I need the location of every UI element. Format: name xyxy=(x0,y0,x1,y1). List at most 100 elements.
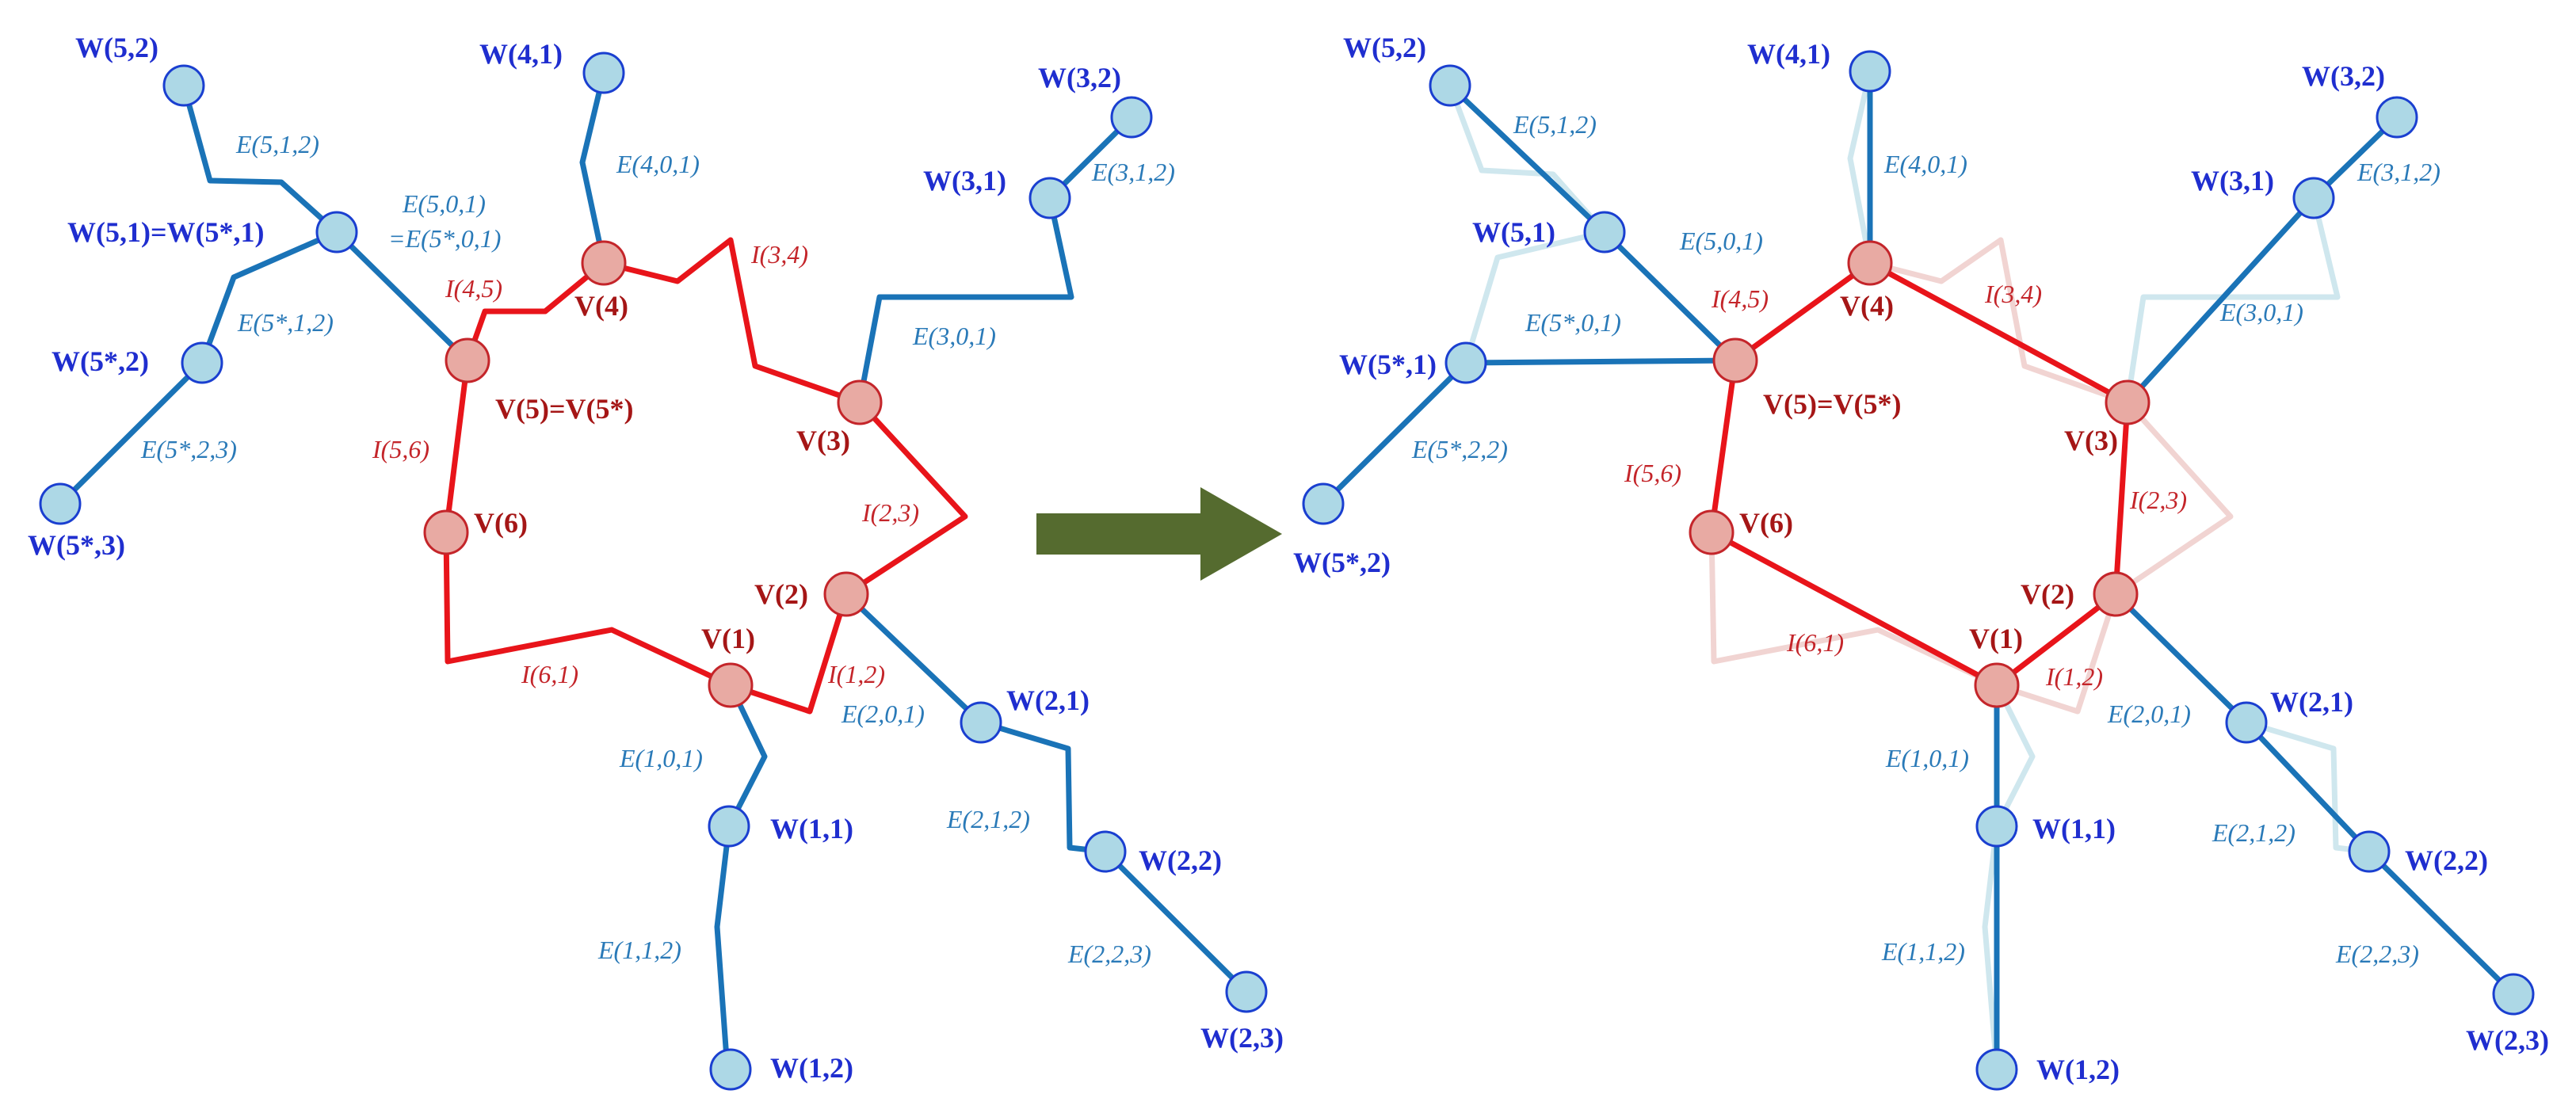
left-node-w5s2 xyxy=(181,341,223,384)
left-node-w41 xyxy=(582,51,625,94)
left-edge-e401 xyxy=(579,70,607,266)
right-label-v4: V(4) xyxy=(1840,290,1894,322)
right-label-e212: E(2,1,2) xyxy=(2212,818,2296,847)
left-edge-e101 xyxy=(726,682,768,829)
left-label-w31: W(3,1) xyxy=(923,165,1006,196)
right-edge-e301 xyxy=(2124,195,2317,406)
left-edge-i12 xyxy=(727,591,849,715)
left-label-e512: E(5,1,2) xyxy=(235,130,319,158)
right-node-v5 xyxy=(1712,337,1758,383)
right-label-w11: W(1,1) xyxy=(2032,813,2116,844)
right-ghost-e112 xyxy=(1982,825,2000,1070)
right-label-w52: W(5,2) xyxy=(1343,32,1426,63)
right-label-e401: E(4,0,1) xyxy=(1883,150,1967,178)
right-label-e112: E(1,1,2) xyxy=(1881,937,1965,966)
right-label-w41: W(4,1) xyxy=(1747,38,1830,70)
left-edge-e5s12 xyxy=(199,229,340,366)
left-node-w5s3 xyxy=(39,482,82,525)
right-node-w21 xyxy=(2225,701,2268,744)
right-label-e5s01: E(5*,0,1) xyxy=(1525,308,1621,337)
left-label-i23: I(2,3) xyxy=(861,498,919,527)
left-node-w11 xyxy=(708,805,750,848)
left-node-v2 xyxy=(823,571,869,617)
right-label-e501: E(5,0,1) xyxy=(1679,227,1763,255)
right-polygon-edges xyxy=(1708,260,2131,688)
right-label-w22: W(2,2) xyxy=(2405,844,2488,876)
right-edge-i61 xyxy=(1708,529,2000,688)
left-label-v4: V(4) xyxy=(574,290,628,322)
left-node-w12 xyxy=(709,1048,752,1091)
left-node-w51 xyxy=(315,211,358,254)
left-label-w21: W(2,1) xyxy=(1006,684,1090,716)
right-node-w5s2 xyxy=(1302,482,1345,525)
left-node-v4 xyxy=(581,240,627,286)
right-ghost-i61 xyxy=(1708,532,1998,688)
right-node-w32 xyxy=(2376,96,2418,139)
left-label-i12: I(1,2) xyxy=(827,660,885,688)
right-node-v2 xyxy=(2093,571,2139,617)
left-edge-e223 xyxy=(1102,848,1250,995)
left-node-v5 xyxy=(445,337,490,383)
right-edge-i56 xyxy=(1708,357,1738,536)
arrow-head xyxy=(1200,487,1282,581)
left-label-e501b: =E(5*,0,1) xyxy=(388,224,501,253)
left-edge-e301 xyxy=(857,195,1074,406)
right-ghost-e512 xyxy=(1447,84,1607,234)
right-node-v1 xyxy=(1974,662,2020,708)
left-edge-e112 xyxy=(714,823,732,1073)
right-edge-i12 xyxy=(1994,591,2119,688)
left-label-w51: W(5,1)=W(5*,1) xyxy=(67,216,264,248)
left-polygon-edges xyxy=(443,237,968,715)
right-label-w21: W(2,1) xyxy=(2270,686,2353,718)
left-node-v1 xyxy=(708,662,754,708)
left-edge-e501 xyxy=(334,229,471,364)
left-edge-i45 xyxy=(464,260,607,364)
right-ghost-e401 xyxy=(1847,71,1873,264)
left-label-e201: E(2,0,1) xyxy=(841,700,925,728)
right-ghost-e101 xyxy=(1994,684,2036,828)
left-node-v6 xyxy=(423,509,469,555)
right-edge-e501 xyxy=(1601,229,1738,364)
right-node-w11 xyxy=(1975,805,2018,848)
left-label-e501a: E(5,0,1) xyxy=(402,189,486,218)
left-node-w31 xyxy=(1028,177,1071,219)
left-label-v5: V(5)=V(5*) xyxy=(495,393,633,425)
left-label-e212: E(2,1,2) xyxy=(946,805,1030,833)
right-node-v6 xyxy=(1689,509,1735,555)
right-node-w51 xyxy=(1583,211,1626,254)
right-edge-i45 xyxy=(1732,260,1873,364)
left-edge-i34 xyxy=(601,237,863,406)
right-node-w12 xyxy=(1975,1048,2018,1091)
right-label-e512: E(5,1,2) xyxy=(1513,110,1597,139)
right-edge-e212 xyxy=(2243,719,2372,855)
left-label-i45: I(4,5) xyxy=(445,274,502,303)
left-label-w5s2: W(5*,2) xyxy=(52,345,149,377)
right-edge-i34 xyxy=(1867,260,2131,406)
right-edge-i23 xyxy=(2112,399,2131,597)
right-ghost-i23 xyxy=(2114,400,2234,597)
right-ghost-e301 xyxy=(2124,197,2341,403)
left-edge-i61 xyxy=(443,529,734,688)
left-diagram: W(5,2) W(4,1) W(3,2) W(3,1) W(5,1)=W(5*,… xyxy=(28,32,1284,1091)
right-node-v3 xyxy=(2105,379,2150,425)
right-label-w32: W(3,2) xyxy=(2302,60,2385,92)
right-ghost-e5s xyxy=(1463,229,1605,364)
left-label-e401: E(4,0,1) xyxy=(616,150,700,178)
left-label-w41: W(4,1) xyxy=(479,38,563,70)
right-label-e101: E(1,0,1) xyxy=(1885,744,1969,772)
left-label-w23: W(2,3) xyxy=(1200,1022,1284,1054)
left-label-i34: I(3,4) xyxy=(750,240,808,269)
left-edge-i23 xyxy=(843,399,968,597)
right-label-w23: W(2,3) xyxy=(2466,1024,2549,1056)
transform-arrow xyxy=(1036,487,1282,581)
right-edge-e512 xyxy=(1447,82,1608,235)
left-label-e5s12: E(5*,1,2) xyxy=(237,308,334,337)
right-label-i45: I(4,5) xyxy=(1711,284,1769,313)
left-label-i61: I(6,1) xyxy=(521,660,578,688)
left-node-v3 xyxy=(837,379,883,425)
left-label-v2: V(2) xyxy=(754,578,808,610)
right-label-v1: V(1) xyxy=(1969,623,2023,654)
right-label-i34: I(3,4) xyxy=(1984,280,2042,308)
left-label-v6: V(6) xyxy=(474,507,528,539)
right-label-i23: I(2,3) xyxy=(2129,486,2187,514)
